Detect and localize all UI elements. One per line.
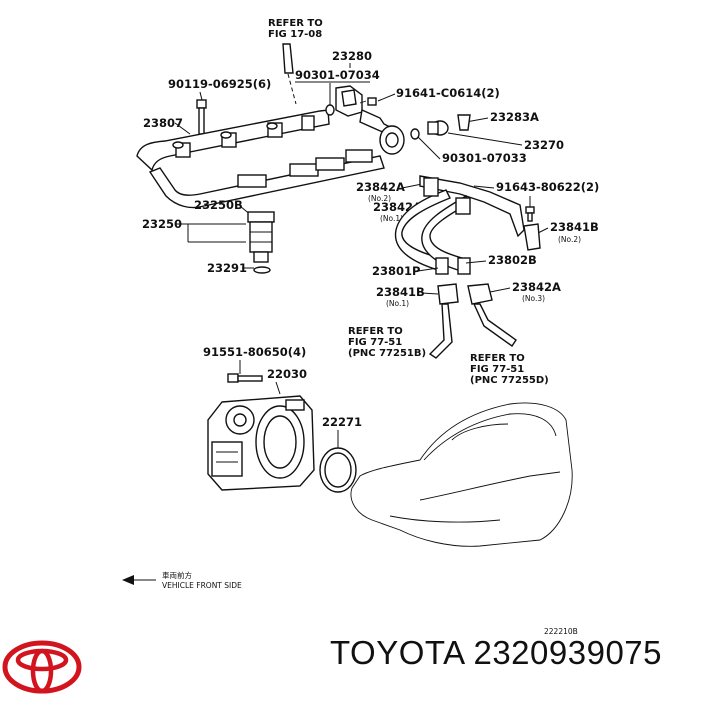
fuel-hose-assembly — [394, 175, 525, 275]
tag-no3: (No.3) — [522, 294, 545, 303]
label-23250b: 23250B — [194, 198, 243, 212]
tag-no2-b: (No.2) — [558, 235, 581, 244]
intake-manifold-outline — [350, 402, 573, 547]
refer-fig-17-08-line1: REFER TO — [268, 18, 323, 29]
o-ring-23291 — [253, 266, 271, 274]
refer-77255d-line2: FIG 77-51 — [470, 364, 524, 375]
bolt-91551-icon — [227, 373, 263, 383]
bolt-90119-icon — [196, 99, 207, 135]
label-91551-80650: 91551-80650(4) — [203, 345, 306, 359]
toyota-emblem-icon — [2, 640, 82, 694]
bolt-91643-icon — [525, 206, 535, 222]
pulsation-damper — [379, 125, 405, 155]
label-22271: 22271 — [322, 415, 362, 429]
label-23807: 23807 — [143, 116, 183, 130]
tag-no1-a: (No.1) — [380, 214, 403, 223]
label-90301-07033: 90301-07033 — [442, 151, 527, 165]
label-23841b-no1: 23841B — [376, 285, 425, 299]
screw-91641-icon — [359, 97, 377, 106]
refer-77255d-line3: (PNC 77255D) — [470, 375, 549, 386]
vehicle-front-en: VEHICLE FRONT SIDE — [162, 581, 242, 590]
brand-part-number: TOYOTA 2320939075 — [330, 634, 663, 671]
gasket-22271 — [319, 447, 357, 493]
pipe-to-77251b — [428, 303, 453, 359]
clip-23283a-icon — [457, 114, 471, 131]
throttle-body — [207, 395, 315, 491]
tag-no2-a: (No.2) — [368, 194, 391, 203]
label-23280: 23280 — [332, 49, 372, 63]
label-23291: 23291 — [207, 261, 247, 275]
refer-77251b-line2: FIG 77-51 — [348, 337, 402, 348]
refer-fig-17-08-line2: FIG 17-08 — [268, 29, 322, 40]
label-23250: 23250 — [142, 217, 182, 231]
refer-77255d-line1: REFER TO — [470, 353, 525, 364]
label-23801p: 23801P — [372, 264, 420, 278]
pressure-regulator — [325, 85, 363, 117]
vehicle-front-arrow-icon — [122, 575, 156, 585]
pipe-to-77255d — [472, 303, 517, 347]
label-91643-80622: 91643-80622(2) — [496, 180, 599, 194]
vacuum-hose-top — [282, 43, 294, 74]
label-90301-07034: 90301-07034 — [295, 68, 380, 82]
label-90119-06925: 90119-06925(6) — [168, 77, 271, 91]
refer-77251b-line3: (PNC 77251B) — [348, 348, 426, 359]
o-ring-90301-07033 — [410, 128, 420, 140]
label-23283a: 23283A — [490, 110, 539, 124]
clamp-23841b-no1 — [437, 283, 459, 305]
vehicle-front-jp: 車両前方 — [162, 570, 192, 580]
fuel-delivery-pipe — [136, 109, 385, 209]
tag-no1-b: (No.1) — [386, 299, 409, 308]
label-23842a-no2: 23842A — [356, 180, 405, 194]
label-23842a-no3: 23842A — [512, 280, 561, 294]
label-23841b-no2: 23841B — [550, 220, 599, 234]
clamp-23841b-no2 — [523, 223, 541, 251]
label-23270: 23270 — [524, 138, 564, 152]
valve-23270-icon — [427, 120, 449, 136]
label-91641-c0614: 91641-C0614(2) — [396, 86, 500, 100]
label-23802b: 23802B — [488, 253, 537, 267]
fuel-injector — [247, 211, 275, 263]
figure-code: 222210B — [544, 627, 578, 636]
refer-77251b-line1: REFER TO — [348, 326, 403, 337]
label-22030: 22030 — [267, 367, 307, 381]
clip-23842a-no3 — [467, 283, 493, 305]
